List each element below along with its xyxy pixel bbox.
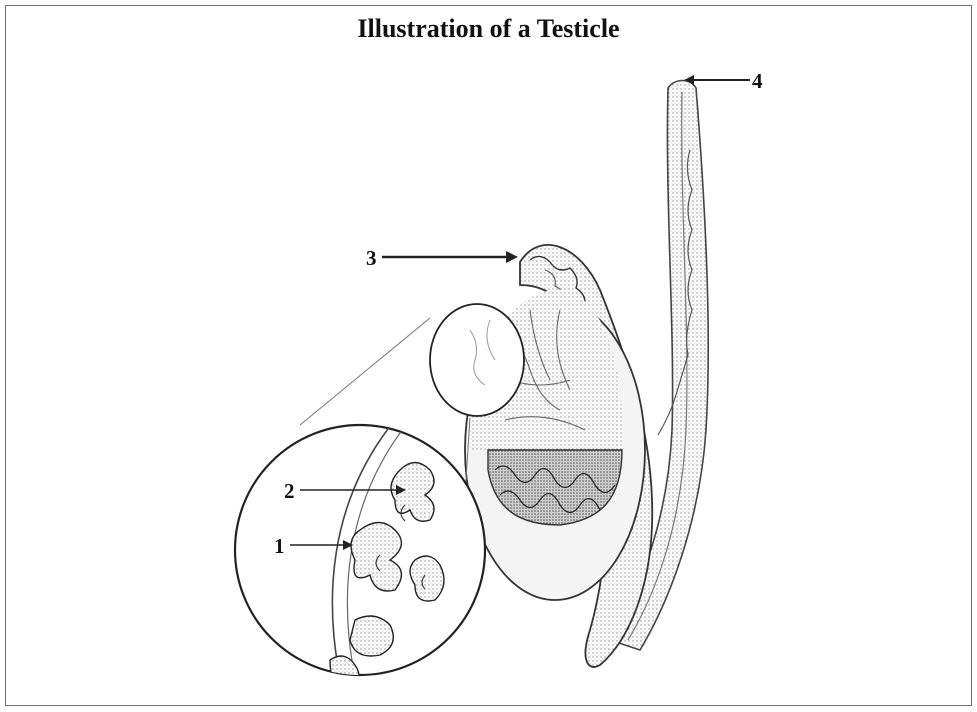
selection-circle (430, 304, 524, 416)
label-3: 3 (366, 246, 518, 270)
magnified-view (235, 420, 485, 700)
label-2-text: 2 (284, 479, 295, 503)
label-1-text: 1 (274, 534, 285, 558)
magnify-line-top (300, 318, 430, 425)
label-3-text: 3 (366, 246, 377, 270)
label-4-text: 4 (752, 69, 763, 93)
